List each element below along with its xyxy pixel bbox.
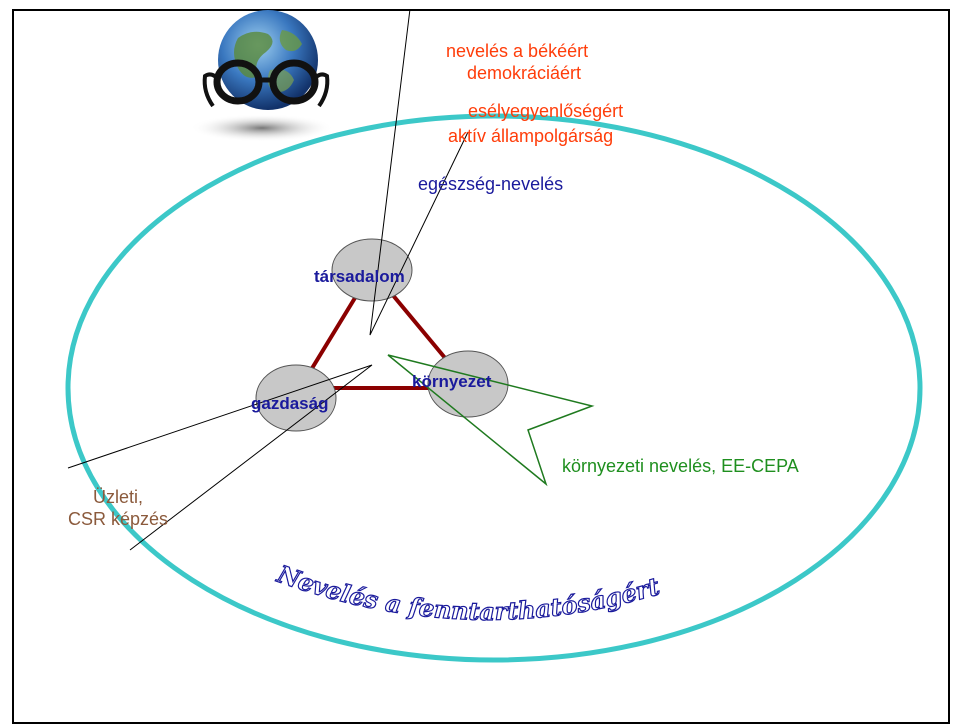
sustainability-triangle bbox=[296, 266, 475, 390]
label-environmental-education: környezeti nevelés, EE-CEPA bbox=[562, 456, 799, 476]
label-citizenship: aktív állampolgárság bbox=[448, 126, 614, 146]
label-business-line1: Üzleti, bbox=[92, 487, 143, 507]
label-equality: esélyegyenlőségért bbox=[468, 101, 624, 121]
node-environment-label: környezet bbox=[412, 372, 492, 391]
label-peace: nevelés a békéért bbox=[446, 41, 589, 61]
callout-lines bbox=[67, 8, 469, 551]
environment-node-shape bbox=[427, 350, 509, 418]
society-node-shape bbox=[331, 238, 413, 302]
esd-title: Nevelés a fenntarthatóságért - ESD bbox=[0, 0, 671, 626]
label-democracy: demokráciáért bbox=[467, 63, 582, 83]
label-business-line2: CSR képzés bbox=[67, 509, 169, 529]
esd-ring bbox=[65, 113, 923, 663]
globe-with-glasses-icon bbox=[190, 10, 334, 142]
label-health-education: egészség-nevelés bbox=[418, 174, 564, 194]
economy-node-shape bbox=[255, 364, 337, 432]
environment-callout bbox=[387, 354, 595, 487]
node-society-label: társadalom bbox=[314, 267, 405, 286]
node-economy-label: gazdaság bbox=[251, 394, 329, 413]
label-business-csr: Üzleti, CSR képzés bbox=[50, 486, 186, 530]
